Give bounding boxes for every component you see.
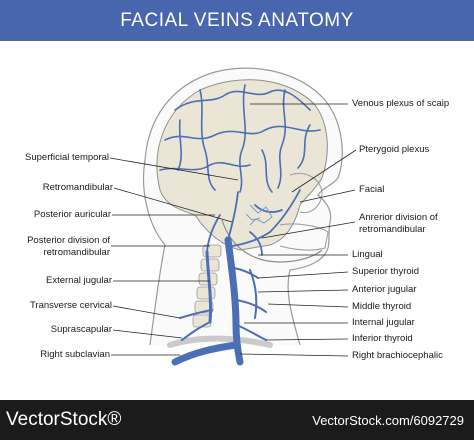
label-facial: Facial [359,184,385,195]
label-pterygoid-plexus: Pterygoid plexus [359,144,430,155]
label-right-brachiocephalic: Right brachiocephalic [352,350,443,361]
leader-lines [109,103,357,357]
head-illustration [109,67,357,366]
watermark-url: VectorStock.com/6092729 [312,413,464,428]
scalp-veins [159,84,321,193]
label-superficial-temporal: Superficial temporal [25,152,109,163]
label-internal-jugular: Internal jugular [352,317,415,328]
face-bones [279,173,329,251]
label-inferior-thyroid: Inferior thyroid [352,333,413,344]
label-anterior-jugular: Anterior jugular [352,284,417,295]
label-right-subclavian: Right subclavian [40,349,110,360]
watermark-footer: VectorStock® VectorStock.com/6092729 [0,400,474,440]
diagram-title: FACIAL VEINS ANATOMY [120,10,354,31]
label-venous-plexus-scalp: Venous plexus of scaip [352,98,450,109]
jugular-veins [171,236,267,366]
label-posterior-division-line1: Posterior division of [27,235,110,246]
watermark-brand: VectorStock® [6,409,122,430]
label-posterior-division-line2: retromandibular [43,247,110,258]
title-banner: FACIAL VEINS ANATOMY [0,0,474,41]
clavicle [167,335,273,348]
label-anterior-division-line1: Anrerior division of [359,212,438,223]
label-posterior-auricular: Posterior auricular [33,209,111,220]
jaw [221,219,323,263]
label-external-jugular: External jugular [45,275,112,286]
label-lingual: Lingual [352,249,383,260]
anatomy-diagram: Superficial temporal Retromandibular Pos… [0,41,474,400]
label-transverse-cervical: Transverse cervical [29,300,112,311]
label-retromandibular: Retromandibular [42,182,113,193]
label-superior-thyroid: Superior thyroid [352,266,420,277]
label-anterior-division-line2: retromandibular [359,224,426,235]
label-suprascapular: Suprascapular [50,324,112,335]
label-middle-thyroid: Middle thyroid [352,301,412,312]
pterygoid-plexus [245,204,273,226]
